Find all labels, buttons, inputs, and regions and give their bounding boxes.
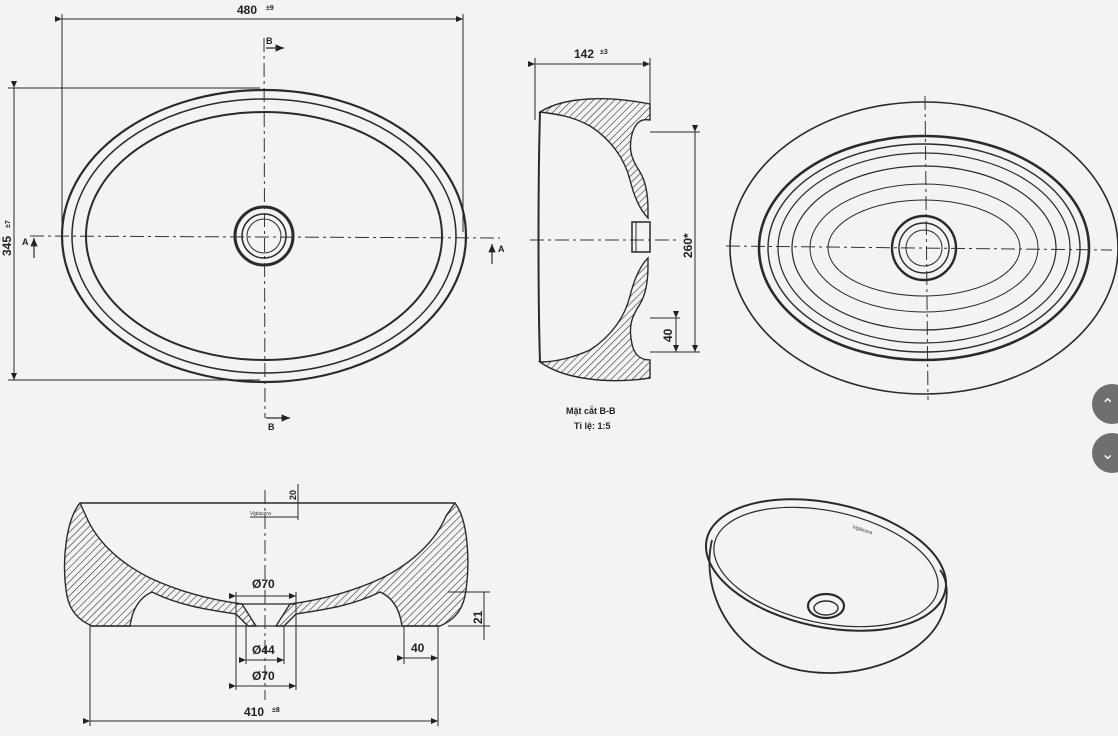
top-width-dim: 480 — [237, 3, 257, 17]
top-height-dim: 345 — [0, 236, 14, 256]
section-depth-dim: 142 — [574, 47, 594, 61]
section-label-a-left: A — [22, 237, 29, 247]
chevron-down-icon: ⌄ — [1101, 443, 1115, 463]
side-base-tol: ±8 — [272, 707, 280, 714]
side-drain-inner-dim: Ø44 — [252, 643, 275, 657]
section-label-a-right: A — [498, 244, 505, 254]
iso-view — [704, 498, 948, 674]
side-drain-bottom-dim: Ø70 — [252, 669, 275, 683]
top-right-view — [725, 95, 1118, 401]
section-caption-title: Mặt cắt B-B — [566, 405, 616, 416]
section-inner-dim: 260* — [681, 233, 695, 258]
side-base-dim: 410 — [244, 705, 264, 719]
section-depth-tol: ±3 — [600, 49, 608, 56]
scroll-up-button[interactable]: ⌃ — [1092, 384, 1118, 424]
top-width-tol: ±9 — [266, 5, 274, 12]
iso-brand-label: Viglacera — [851, 524, 873, 536]
section-caption-scale: Tỉ lệ: 1:5 — [574, 421, 611, 431]
side-brand-label: Viglacera — [250, 511, 271, 517]
chevron-up-icon: ⌃ — [1101, 394, 1115, 414]
section-label-b-bottom: B — [268, 422, 275, 432]
top-view — [8, 14, 501, 422]
side-view — [63, 484, 490, 726]
top-height-tol: ±7 — [5, 220, 12, 228]
side-height-dim: 21 — [471, 610, 485, 624]
section-view — [528, 58, 700, 382]
side-drain-top-dim: Ø70 — [252, 577, 275, 591]
side-rim-dim: 20 — [288, 490, 298, 500]
section-foot-dim: 40 — [661, 328, 675, 342]
side-foot-dim: 40 — [411, 641, 425, 655]
section-label-b-top: B — [266, 36, 273, 46]
scroll-down-button[interactable]: ⌄ — [1092, 433, 1118, 473]
